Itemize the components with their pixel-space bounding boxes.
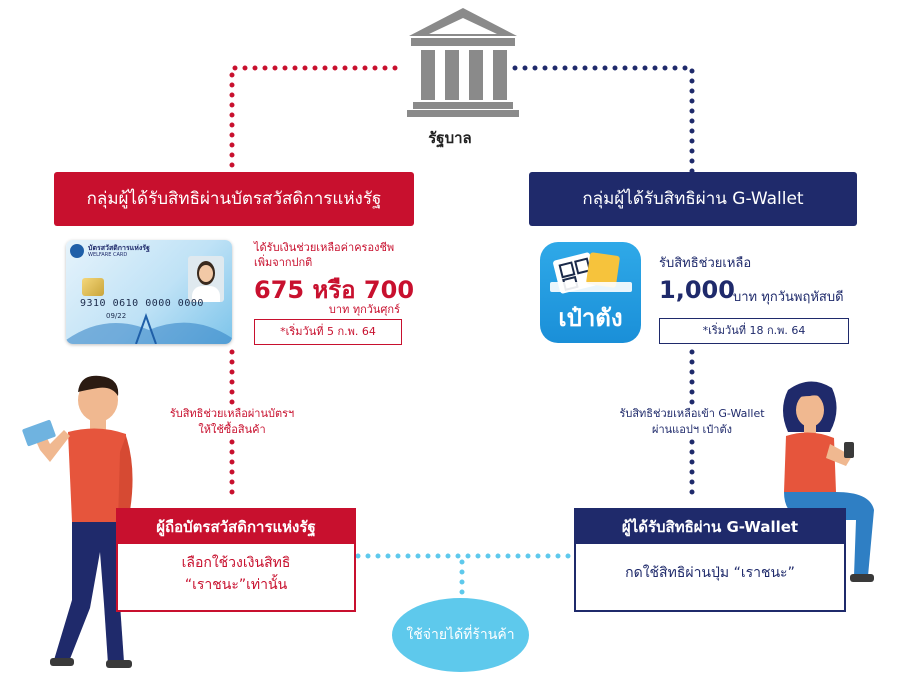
left-desc-line2: เพิ่มจากปกติ bbox=[254, 256, 313, 269]
card-number: 9310 0610 0000 0000 bbox=[80, 298, 204, 309]
left-box-title: ผู้ถือบัตรสวัสดิการแห่งรัฐ bbox=[118, 510, 354, 544]
card-expiry: 09/22 bbox=[106, 312, 127, 320]
man-holding-card-illustration bbox=[22, 375, 133, 668]
right-box-title: ผู้ได้รับสิทธิผ่าน G-Wallet bbox=[576, 510, 844, 544]
right-connector-label: รับสิทธิช่วยเหลือเข้า G-Wallet ผ่านแอปฯ … bbox=[600, 406, 784, 438]
welfare-card-image: บัตรสวัสดิการแห่งรัฐ WELFARE CARD 9310 0… bbox=[66, 240, 232, 344]
left-box-body: เลือกใช้วงเงินสิทธิ “เราชนะ”เท่านั้น bbox=[181, 555, 291, 593]
right-box-body: กดใช้สิทธิผ่านปุ่ม “เราชนะ” bbox=[625, 565, 795, 581]
left-amount: 675 หรือ 700 bbox=[254, 276, 415, 304]
welfare-card-group-banner: กลุ่มผู้ได้รับสิทธิผ่านบัตรสวัสดิการแห่ง… bbox=[54, 172, 414, 226]
left-desc-line1: ได้รับเงินช่วยเหลือค่าครองชีพ bbox=[254, 241, 395, 254]
right-start-note: *เริ่มวันที่ 18 ก.พ. 64 bbox=[659, 318, 849, 344]
red-dotted-line-top bbox=[229, 65, 398, 175]
government-building-icon bbox=[407, 8, 519, 117]
card-bridge-graphic bbox=[66, 313, 232, 344]
emblem-icon bbox=[70, 244, 84, 258]
pao-tang-app-icon: เป๋าตัง bbox=[540, 242, 641, 343]
g-wallet-group-banner: กลุ่มผู้ได้รับสิทธิผ่าน G-Wallet bbox=[529, 172, 857, 226]
card-subtitle: WELFARE CARD bbox=[88, 252, 128, 258]
app-name: เป๋าตัง bbox=[558, 304, 623, 332]
card-title: บัตรสวัสดิการแห่งรัฐ bbox=[88, 244, 150, 252]
left-start-note: *เริ่มวันที่ 5 ก.พ. 64 bbox=[254, 319, 402, 345]
g-wallet-user-box: ผู้ได้รับสิทธิผ่าน G-Wallet กดใช้สิทธิผ่… bbox=[574, 508, 846, 612]
card-photo bbox=[188, 256, 224, 302]
right-amount: 1,000 bbox=[659, 276, 735, 304]
welfare-card-holder-box: ผู้ถือบัตรสวัสดิการแห่งรัฐ เลือกใช้วงเงิ… bbox=[116, 508, 356, 612]
left-unit: บาท ทุกวันศุกร์ bbox=[328, 303, 400, 316]
government-label: รัฐบาล bbox=[428, 129, 472, 147]
left-connector-label: รับสิทธิช่วยเหลือผ่านบัตรฯ ให้ใช้ซื้อสิน… bbox=[156, 406, 308, 438]
right-unit: บาท ทุกวันพฤหัสบดี bbox=[733, 290, 844, 305]
navy-dotted-line-top bbox=[512, 65, 695, 175]
right-desc-line1: รับสิทธิช่วยเหลือ bbox=[659, 256, 752, 271]
chip-icon bbox=[82, 278, 104, 296]
shop-bubble: ใช้จ่ายได้ที่ร้านค้า bbox=[392, 598, 529, 672]
